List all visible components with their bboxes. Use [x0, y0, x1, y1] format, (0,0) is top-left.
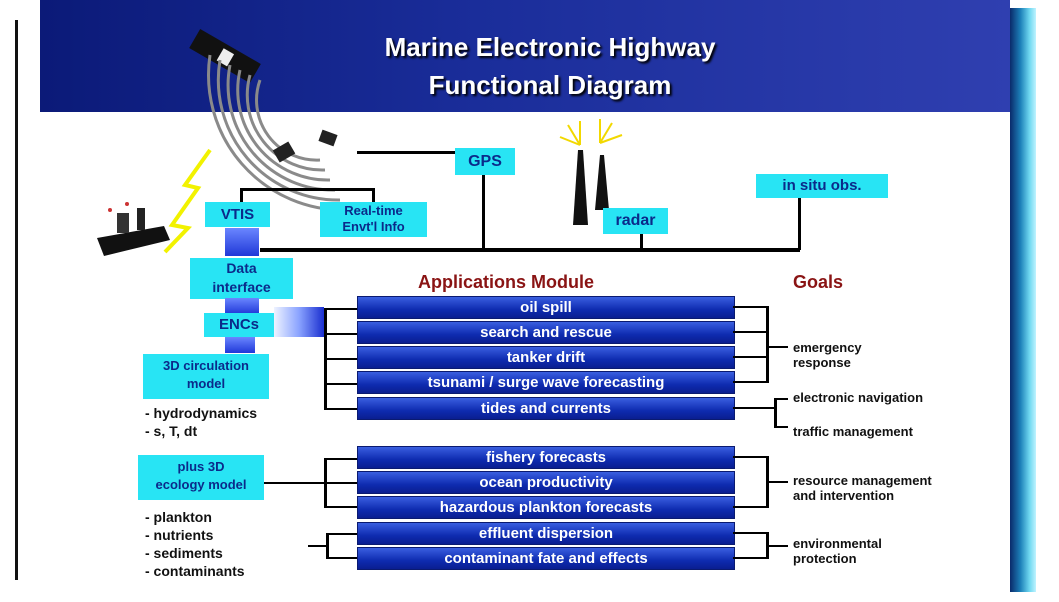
connector-line — [357, 151, 455, 154]
app-contaminant-fate: contaminant fate and effects — [357, 547, 735, 570]
connector-line — [260, 248, 800, 252]
goal-resource-management: resource management and intervention — [793, 473, 932, 503]
vtis-box: VTIS — [205, 202, 270, 227]
goal-bracket-line — [774, 398, 777, 428]
bracket-line — [326, 557, 359, 559]
app-tanker-drift: tanker drift — [357, 346, 735, 369]
signal-waves-icon — [207, 54, 346, 212]
right-decor-bar — [1010, 8, 1036, 592]
applications-header: Applications Module — [418, 272, 595, 292]
bracket-line — [324, 333, 359, 335]
app-effluent-dispersion: effluent dispersion — [357, 522, 735, 545]
goals-header: Goals — [793, 272, 844, 292]
list-item: - nutrients — [145, 527, 214, 543]
data-interface-box: Data interface — [190, 258, 293, 299]
list-item: - plankton — [145, 509, 212, 525]
goal-bracket-line — [733, 407, 775, 409]
connector-block — [225, 298, 259, 314]
app-ocean-productivity: ocean productivity — [357, 471, 735, 494]
lightning-signal-icon — [163, 148, 212, 254]
connector-line — [482, 175, 485, 250]
title-band — [40, 0, 1010, 112]
goal-bracket-line — [733, 306, 768, 308]
bracket-line — [326, 533, 359, 535]
ecology-model-box: plus 3D ecology model — [138, 455, 264, 500]
goal-bracket-line — [733, 456, 768, 458]
radar-tower-icon — [559, 119, 623, 225]
bracket-line — [324, 358, 359, 360]
list-item: - contaminants — [145, 563, 245, 579]
circulation-model-box: 3D circulation model — [143, 354, 269, 399]
connector-block — [225, 337, 255, 353]
app-fishery-forecasts: fishery forecasts — [357, 446, 735, 469]
insitu-obs-box: in situ obs. — [756, 174, 888, 198]
goal-bracket-line — [733, 506, 768, 508]
goal-bracket-line — [766, 545, 788, 547]
goal-bracket-line — [774, 426, 788, 428]
ship-icon — [97, 202, 170, 256]
diagram-title: Marine Electronic Highway Functional Dia… — [300, 28, 800, 104]
goal-bracket-line — [733, 356, 768, 358]
app-hazardous-plankton: hazardous plankton forecasts — [357, 496, 735, 519]
antenna-dish-icon — [272, 129, 338, 163]
connector-line — [240, 188, 375, 191]
bracket-line — [324, 308, 359, 310]
ecology-outputs-list: - plankton - nutrients - sediments - con… — [145, 508, 245, 580]
bracket-line — [308, 545, 328, 547]
goal-bracket-line — [733, 381, 768, 383]
goal-bracket-line — [733, 532, 768, 534]
goal-bracket-line — [733, 331, 768, 333]
realtime-envt-box: Real-time Envt'l Info — [320, 202, 427, 237]
goal-bracket-line — [766, 346, 788, 348]
app-tsunami-forecasting: tsunami / surge wave forecasting — [357, 371, 735, 394]
connector-line — [640, 233, 643, 250]
list-item: - s, T, dt — [145, 423, 198, 439]
goal-bracket-line — [766, 481, 788, 483]
bracket-line — [264, 482, 359, 484]
connector-line — [798, 198, 801, 250]
bracket-line — [324, 383, 359, 385]
gps-box: GPS — [455, 148, 515, 175]
title-line-1: Marine Electronic Highway — [384, 32, 716, 62]
goal-bracket-line — [774, 398, 788, 400]
list-item: - hydrodynamics — [145, 405, 258, 421]
encs-box: ENCs — [204, 313, 274, 337]
connector-line — [372, 188, 375, 206]
connector-block — [225, 228, 259, 256]
goal-traffic-management: traffic management — [793, 424, 913, 439]
app-oil-spill: oil spill — [357, 296, 735, 319]
list-item: - sediments — [145, 545, 223, 561]
satellite-illustration — [163, 28, 346, 254]
app-tides-and-currents: tides and currents — [357, 397, 735, 420]
goal-environmental-protection: environmental protection — [793, 536, 882, 566]
app-search-and-rescue: search and rescue — [357, 321, 735, 344]
bracket-line — [324, 408, 359, 410]
goal-electronic-navigation: electronic navigation — [793, 390, 924, 405]
goal-bracket-line — [766, 306, 769, 383]
bracket-line — [324, 506, 359, 508]
goal-emergency-response: emergency response — [793, 340, 862, 370]
connector-line — [240, 188, 243, 206]
circulation-outputs-list: - hydrodynamics - s, T, dt — [145, 404, 257, 440]
bracket-line — [324, 458, 359, 460]
goal-bracket-line — [733, 557, 768, 559]
satellite-icon — [189, 28, 261, 84]
left-border — [15, 20, 18, 580]
encs-arrow — [274, 307, 324, 337]
title-line-2: Functional Diagram — [428, 70, 672, 100]
radar-box: radar — [603, 208, 668, 234]
